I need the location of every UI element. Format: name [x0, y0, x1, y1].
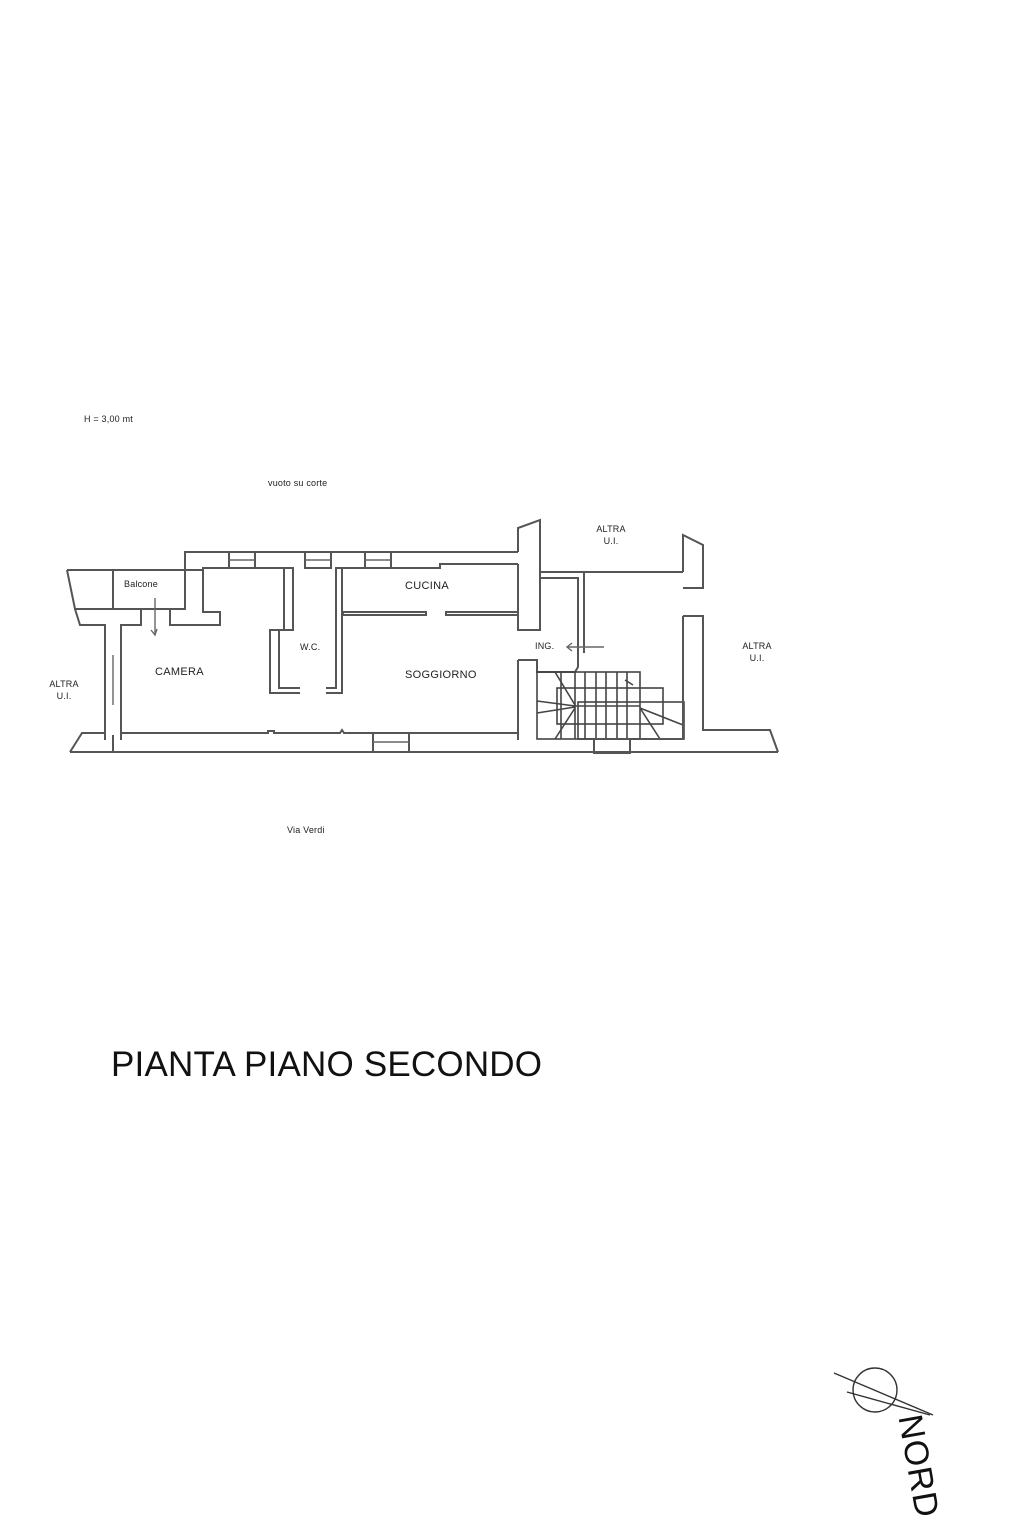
neighbor-west-line1: ALTRA: [49, 679, 79, 689]
room-label-camera: CAMERA: [155, 666, 204, 678]
south-wall: [69, 655, 778, 753]
neighbor-label-west: ALTRA U.I.: [42, 680, 86, 701]
staircase: [536, 671, 685, 754]
camera-wc-walls: [264, 563, 518, 694]
neighbor-west-line2: U.I.: [56, 691, 72, 701]
neighbor-east-line1: ALTRA: [742, 641, 772, 651]
entrance-walls: [536, 571, 683, 673]
east-walls: [640, 533, 779, 753]
north-arrow-icon: [833, 1367, 934, 1416]
balcone-walls: [66, 569, 221, 740]
room-label-cucina: CUCINA: [405, 580, 449, 592]
neighbor-label-north: ALTRA U.I.: [589, 525, 633, 546]
street-label: Via Verdi: [287, 825, 325, 835]
courtyard-label: vuoto su corte: [268, 478, 328, 488]
neighbor-north-line2: U.I.: [603, 536, 619, 546]
north-wall: [184, 551, 518, 570]
room-label-ingresso: ING.: [535, 641, 555, 651]
page-title: PIANTA PIANO SECONDO: [111, 1045, 543, 1084]
neighbor-east-line2: U.I.: [749, 653, 765, 663]
room-label-balcone: Balcone: [124, 579, 158, 589]
room-label-wc: W.C.: [300, 642, 321, 652]
neighbor-north-line1: ALTRA: [596, 524, 626, 534]
room-label-soggiorno: SOGGIORNO: [405, 669, 477, 681]
neighbor-label-east: ALTRA U.I.: [735, 642, 779, 663]
height-note: H = 3,00 mt: [84, 414, 133, 424]
